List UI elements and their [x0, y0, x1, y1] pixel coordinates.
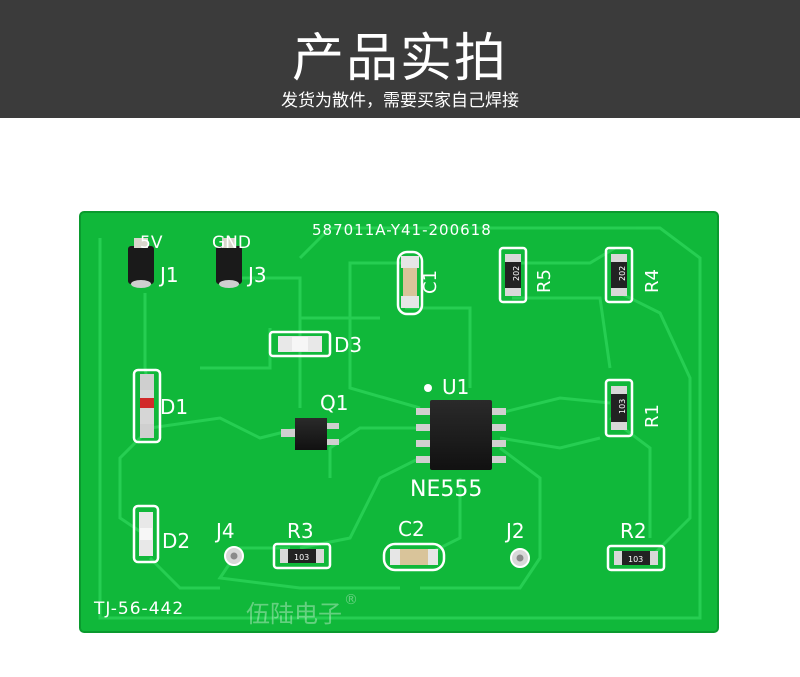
- r1-code: 103: [618, 399, 627, 414]
- label-q1: Q1: [320, 391, 348, 415]
- header-banner: 产品实拍 发货为散件，需要买家自己焊接: [0, 0, 800, 118]
- label-j1: J1: [158, 263, 179, 287]
- r2-code: 103: [628, 555, 643, 564]
- led-d2: [132, 504, 160, 564]
- banner-title: 产品实拍: [291, 29, 508, 89]
- banner-subtitle: 发货为散件，需要买家自己焊接: [281, 91, 519, 111]
- watermark-registered: ®: [344, 592, 358, 608]
- u1-pin1-dot: [424, 384, 432, 392]
- resistor-r3: 103: [272, 542, 332, 570]
- label-ic-name: NE555: [410, 477, 482, 502]
- label-r2: R2: [620, 519, 647, 543]
- led-d3: [268, 330, 332, 358]
- label-r1: R1: [642, 404, 663, 428]
- serial-number: 587011A-Y41-200618: [312, 221, 492, 239]
- label-c1: C1: [420, 270, 441, 294]
- pcb-board: [80, 212, 718, 632]
- label-r4: R4: [642, 269, 663, 293]
- diode-d1: [132, 368, 162, 444]
- watermark: 伍陆电子: [246, 600, 342, 628]
- label-u1: U1: [442, 375, 469, 399]
- capacitor-c2: [382, 542, 446, 572]
- connector-j1: [128, 238, 154, 288]
- capacitor-c1: [396, 250, 424, 316]
- label-r3: R3: [287, 519, 314, 543]
- r4-code: 202: [618, 266, 627, 281]
- ic-u1: [416, 400, 506, 470]
- resistor-r4: 202: [604, 246, 634, 304]
- label-j2: J2: [504, 519, 525, 543]
- label-j3: J3: [246, 263, 267, 287]
- label-5v: 5V: [140, 233, 163, 253]
- r3-code: 103: [294, 553, 309, 562]
- r5-code: 202: [512, 266, 521, 281]
- label-d2: D2: [162, 529, 190, 553]
- resistor-r5: 202: [498, 246, 528, 304]
- label-r5: R5: [534, 269, 555, 293]
- label-j4: J4: [214, 519, 235, 543]
- label-d1: D1: [160, 395, 188, 419]
- resistor-r2: 103: [606, 544, 666, 572]
- pcb-photo: 587011A-Y41-200618 5V GND J1 J3 C1 202 R…: [79, 211, 719, 633]
- model-code: TJ-56-442: [93, 599, 184, 619]
- label-d3: D3: [334, 333, 362, 357]
- label-gnd: GND: [212, 233, 251, 253]
- label-c2: C2: [398, 517, 425, 541]
- connector-j3: [216, 238, 242, 288]
- resistor-r1: 103: [604, 378, 634, 438]
- transistor-q1: [281, 418, 339, 450]
